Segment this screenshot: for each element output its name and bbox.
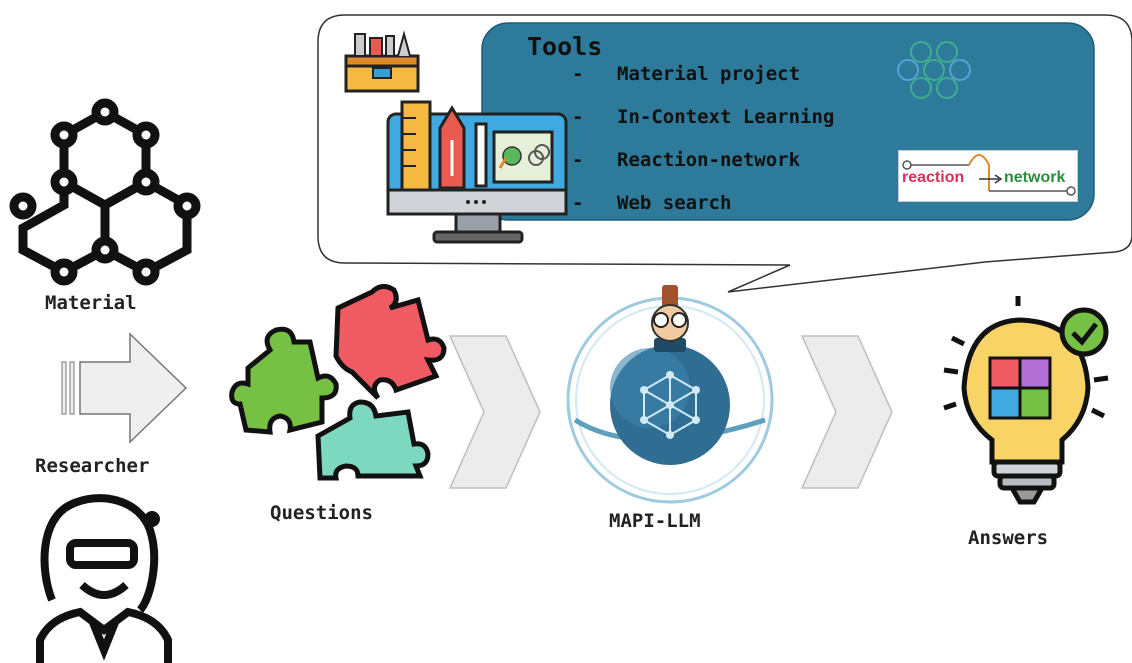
reaction-word: reaction (902, 169, 965, 186)
researcher-avatar-icon (36, 494, 172, 663)
computer-tools-icon (386, 100, 568, 244)
tool-item-label: In-Context Learning (617, 106, 835, 128)
bullet-dash: - (572, 106, 584, 128)
tool-item-reaction-network: - Reaction-network (572, 149, 800, 171)
chevron-arrow-1 (448, 335, 541, 489)
tool-item-web-search: - Web search (572, 192, 731, 214)
molecule-hexagon-icon (9, 98, 201, 286)
toolbox-icon (344, 30, 420, 93)
tool-item-label: Web search (617, 192, 732, 214)
chevron-arrow-2 (800, 335, 893, 489)
robot-llm-icon (566, 285, 774, 504)
tool-item-label: Reaction-network (617, 149, 801, 171)
tool-item-material-project: - Material project (572, 63, 800, 85)
bullet-dash: - (572, 192, 584, 214)
input-arrow-icon (61, 332, 188, 444)
network-word: network (1004, 169, 1066, 186)
lightbulb-answer-icon (943, 296, 1109, 505)
bullet-dash: - (572, 149, 584, 171)
reaction-network-logo: reaction network (898, 150, 1078, 202)
tool-item-in-context-learning: - In-Context Learning (572, 106, 834, 128)
material-label: Material (45, 292, 137, 314)
tool-item-label: Material project (617, 63, 801, 85)
puzzle-pieces-icon (229, 284, 447, 481)
mapi-llm-label: MAPI-LLM (609, 510, 701, 532)
answers-label: Answers (968, 527, 1049, 549)
bullet-dash: - (572, 63, 584, 85)
researcher-label: Researcher (35, 455, 150, 477)
questions-label: Questions (270, 502, 373, 524)
materials-project-logo-icon (897, 41, 971, 99)
tools-title: Tools (527, 32, 603, 61)
